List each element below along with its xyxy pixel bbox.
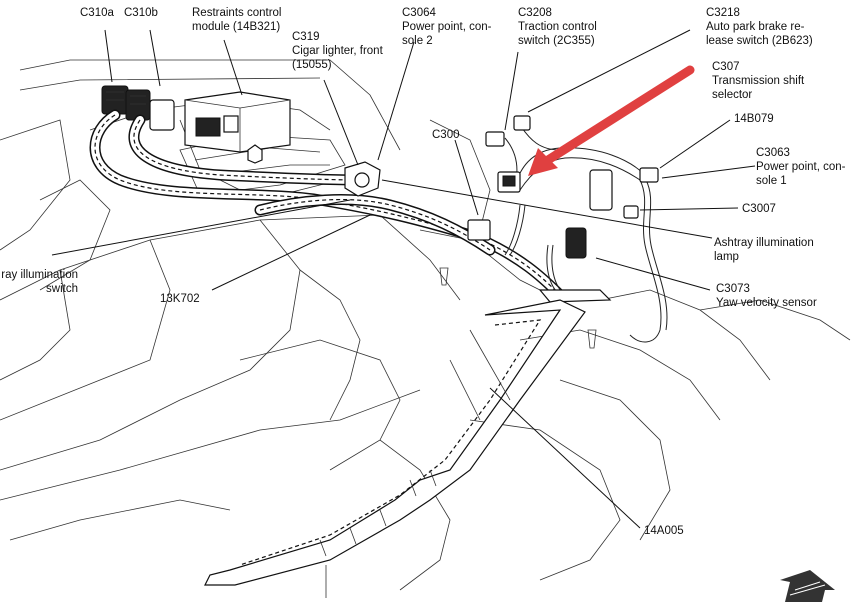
label-ashtray-lamp: Ashtray illumination lamp: [714, 236, 814, 264]
label-c3073: C3073 Yaw velocity sensor: [716, 282, 817, 310]
label-c3064-line2: Power point, con-: [402, 21, 492, 33]
red-arrow-icon: [528, 65, 695, 176]
label-14a005: 14A005: [644, 525, 684, 537]
label-c3073-line2: Yaw velocity sensor: [716, 297, 817, 309]
label-c3007: C3007: [742, 203, 776, 215]
label-c3073-line1: C3073: [716, 283, 750, 295]
label-c3218-line3: lease switch (2B623): [706, 35, 813, 47]
label-c300: C300: [432, 129, 460, 141]
label-restraints: Restraints control module (14B321): [192, 6, 281, 34]
leader-lines: [51, 29, 756, 529]
label-c3208-line3: switch (2C355): [518, 35, 595, 47]
label-ashtray-lamp-line2: lamp: [714, 251, 739, 263]
label-c319-line3: (15055): [292, 59, 332, 71]
label-c3208: C3208 Traction control switch (2C355): [518, 6, 597, 48]
label-restraints-line2: module (14B321): [192, 21, 281, 33]
label-c307-line2: Transmission shift: [712, 75, 805, 87]
label-13k702: 13K702: [160, 293, 200, 305]
label-c3218-line1: C3218: [706, 7, 740, 19]
label-c307: C307 Transmission shift selector: [712, 60, 804, 102]
label-c319-line2: Cigar lighter, front: [292, 45, 383, 57]
label-c3208-line1: C3208: [518, 7, 552, 19]
label-c3063-line3: sole 1: [756, 175, 787, 187]
label-ashtray-switch: ray illumination switch: [0, 268, 78, 296]
label-c319: C319 Cigar lighter, front (15055): [292, 30, 383, 72]
label-ashtray-switch-line2: switch: [46, 283, 78, 295]
c310-connectors: [101, 85, 175, 131]
label-c3063-line2: Power point, con-: [756, 161, 846, 173]
label-c3208-line2: Traction control: [518, 21, 597, 33]
label-c310b: C310b: [124, 7, 158, 19]
label-ashtray-lamp-line1: Ashtray illumination: [714, 237, 814, 249]
label-c3218: C3218 Auto park brake re- lease switch (…: [706, 6, 813, 48]
label-c3064-line3: sole 2: [402, 35, 433, 47]
label-c3063-line1: C3063: [756, 147, 790, 159]
label-restraints-line1: Restraints control: [192, 7, 282, 19]
connectors: [344, 115, 659, 349]
front-arrow-icon: [780, 570, 835, 602]
restraints-module: [184, 91, 291, 164]
label-ashtray-switch-line1: ray illumination: [1, 269, 78, 281]
label-c3064: C3064 Power point, con- sole 2: [402, 6, 492, 48]
label-c3064-line1: C3064: [402, 7, 436, 19]
label-c307-line1: C307: [712, 61, 740, 73]
label-c310a: C310a: [80, 7, 114, 19]
vehicle-structure: [0, 59, 851, 591]
label-c319-line1: C319: [292, 31, 320, 43]
label-c3218-line2: Auto park brake re-: [706, 21, 805, 33]
wiring-harness: [89, 109, 668, 343]
label-c3063: C3063 Power point, con- sole 1: [756, 146, 846, 188]
label-14b079: 14B079: [734, 113, 774, 125]
label-c307-line3: selector: [712, 89, 753, 101]
floor-harness-14a005: [204, 299, 586, 598]
